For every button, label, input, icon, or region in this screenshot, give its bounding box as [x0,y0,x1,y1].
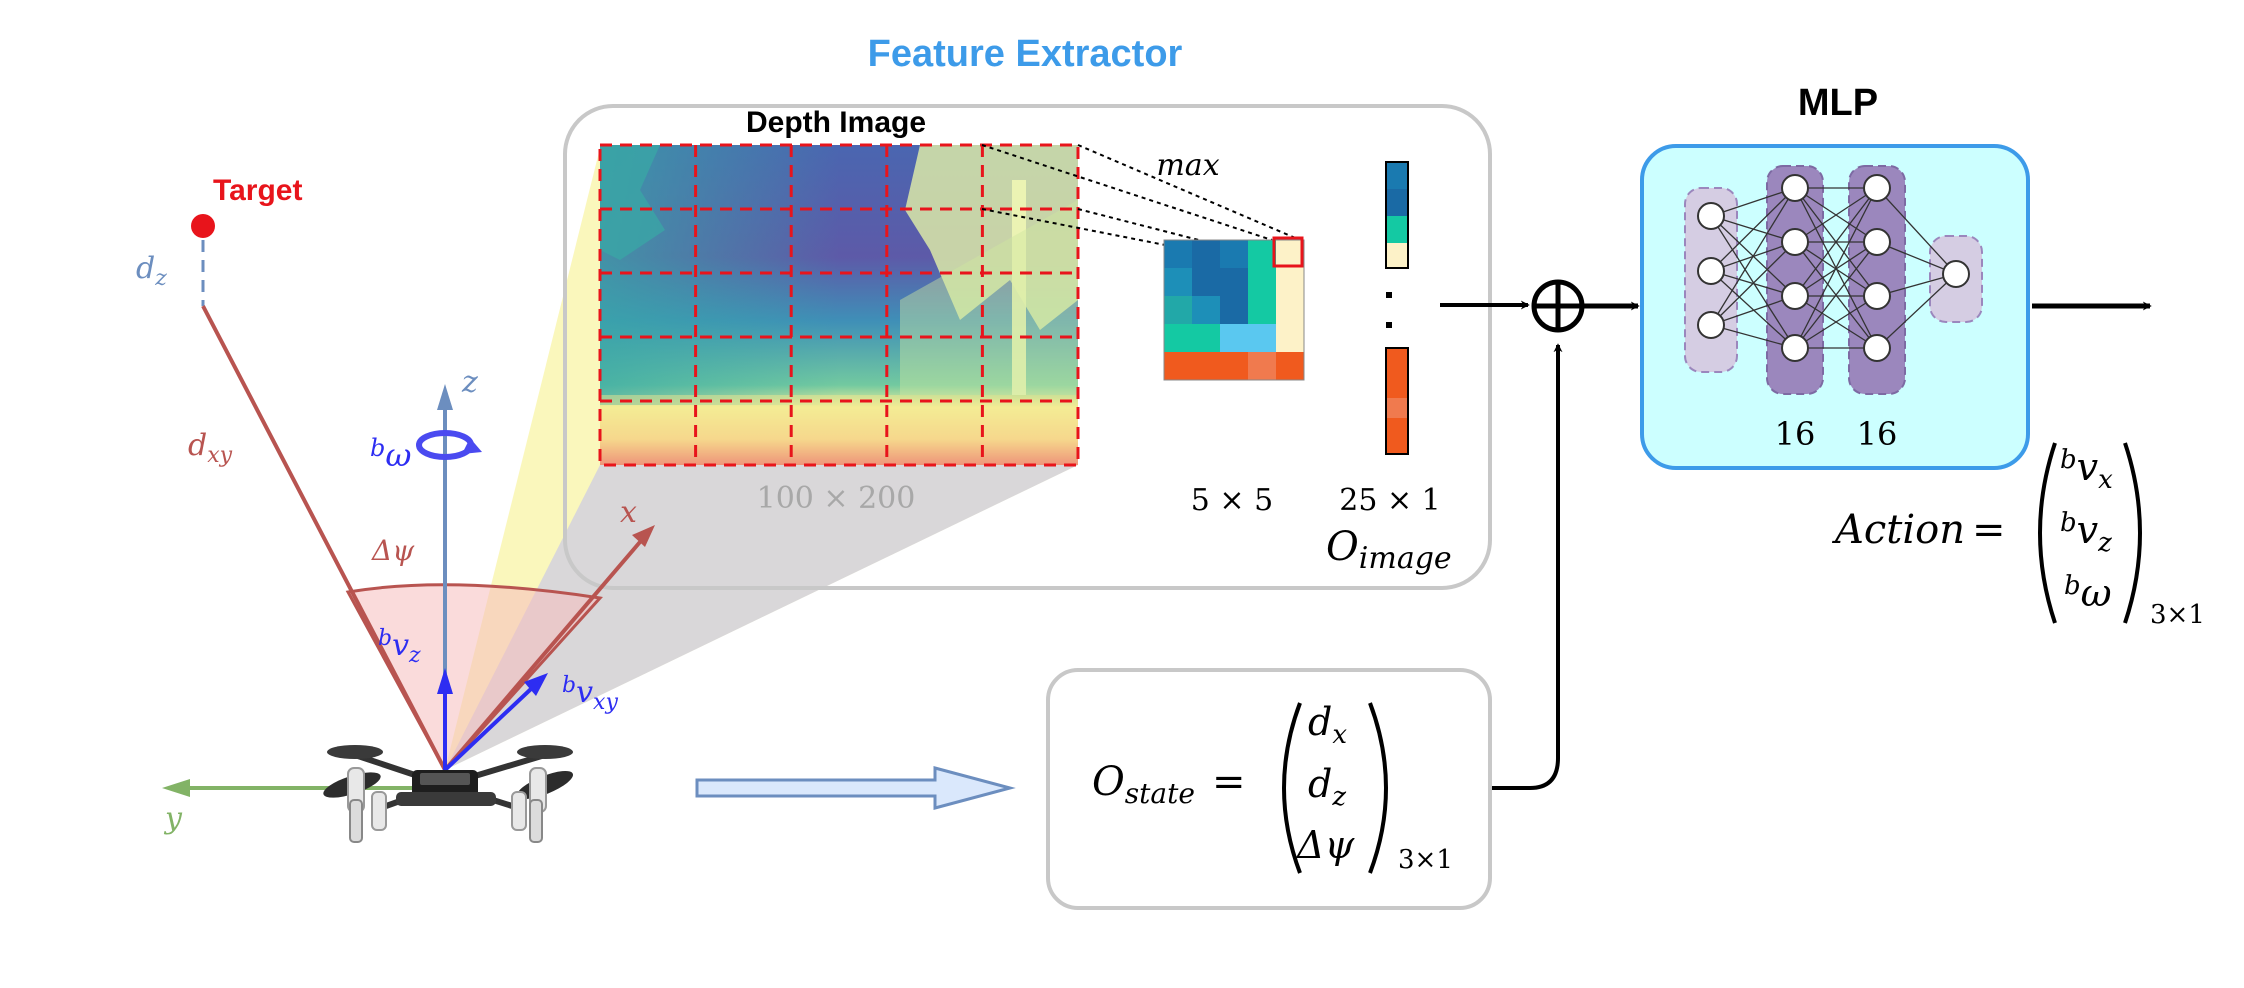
z-axis-head [437,384,453,410]
b-vxy-arrow [443,686,534,772]
b-vxy-label: bvxy [562,673,618,715]
quadcopter-drone-icon [323,745,574,843]
action-vx: bvx [2060,445,2113,495]
x-axis [443,540,642,772]
o-state-label: Ostate [1092,759,1195,810]
action-omega: bω [2064,571,2112,615]
delta-psi-label: Δψ [371,534,415,567]
state-box [1046,668,1492,910]
vector-size-label: 25 × 1 [1339,483,1440,518]
dxy-label: dxy [188,428,233,468]
feature-extractor-box [563,104,1492,590]
action-dim: 3×1 [2150,600,2205,630]
state-equation: Ostate = dx dz Δψ 3×1 [1092,700,1453,875]
o-state-equals: = [1212,759,1246,805]
feature-extractor-title: Feature Extractor [868,33,1183,75]
state-dpsi: Δψ [1295,823,1355,867]
heading-error-sector [345,583,603,773]
feature-vector [1385,161,1409,455]
concat-plus-icon [1531,279,1585,333]
state-dz: dz [1308,762,1346,812]
b-vz-label: bvz [378,626,421,668]
mlp-title: MLP [1798,82,1878,124]
mlp-network [1684,165,1983,395]
action-equation: Action = bvx bvz bω 3×1 [1831,442,2205,630]
state-input-arrow [695,766,1016,810]
image-size-label: 100 × 200 [757,481,916,516]
grid-size-label: 5 × 5 [1191,483,1273,518]
max-pool-lines [981,144,1301,267]
depth-image-label: Depth Image [746,106,926,139]
target-label: Target [213,174,302,207]
b-omega-label: bω [370,434,411,474]
dxy-line [201,305,447,771]
action-vz: bvz [2060,508,2112,558]
o-image-label: Oimage [1326,524,1452,576]
mlp-layer-size-1: 16 [1775,415,1816,453]
depth-image [598,143,1080,467]
pooled-grid [1163,236,1305,381]
action-equals: = [1972,507,2006,553]
target-marker [191,214,215,238]
max-label: max [1156,148,1219,183]
y-axis-label: y [163,801,183,836]
x-axis-head [632,525,655,547]
z-axis-label: z [461,365,478,400]
state-to-concat-line [1490,343,1563,790]
x-axis-label: x [620,495,637,530]
fov-cone-blue [445,465,1078,770]
y-axis-head [162,779,190,797]
state-dim: 3×1 [1398,845,1453,875]
dz-label: dz [136,251,167,291]
mlp-layer-size-2: 16 [1857,415,1898,453]
state-dx: dx [1308,700,1347,750]
rotation-arrow-icon [416,430,482,460]
b-vxy-arrow-head [524,673,548,696]
b-vz-arrow-head [437,668,453,694]
mlp-box [1640,144,2030,470]
action-label: Action [1831,507,1965,553]
